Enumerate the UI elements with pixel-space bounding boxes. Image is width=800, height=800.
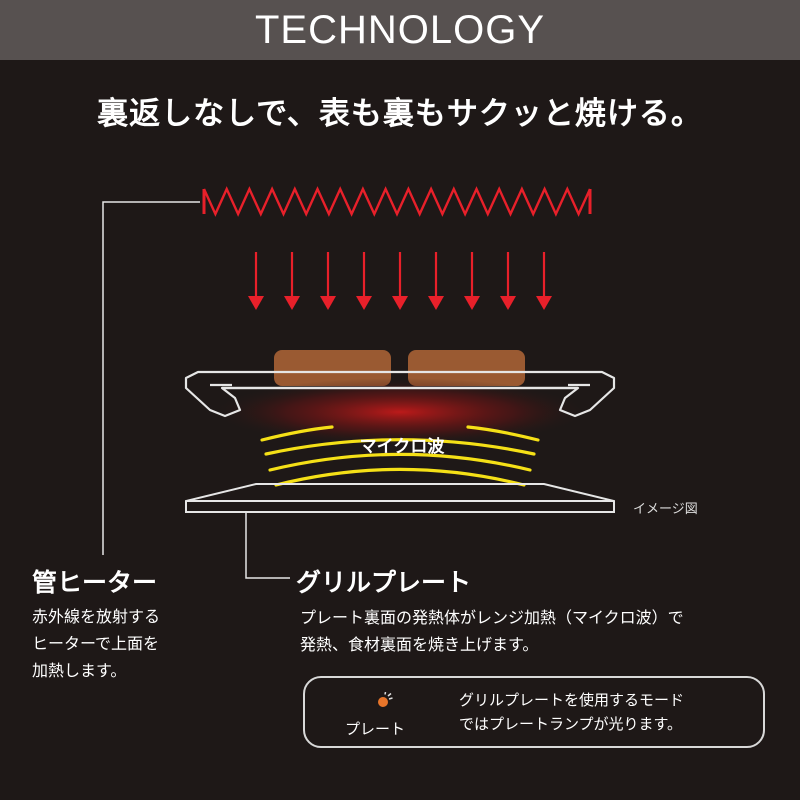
headline: 裏返しなしで、表も裏もサクッと焼ける。 [97, 96, 703, 132]
grill-plate-description: プレート裏面の発熱体がレンジ加熱（マイクロ波）で 発熱、食材裏面を焼き上げます。 [300, 604, 780, 658]
heat-arrow-head [500, 296, 516, 310]
lamp-text-line: ではプレートランプが光ります。 [459, 715, 683, 733]
heater-desc-line: ヒーターで上面を [32, 634, 160, 653]
heat-arrow-head [428, 296, 444, 310]
heat-arrows-icon [248, 252, 552, 310]
base-plate-icon [185, 483, 615, 513]
microwave-wave-line [264, 438, 536, 456]
heat-arrow-head [320, 296, 336, 310]
grill-desc-line: 発熱、食材裏面を焼き上げます。 [300, 635, 539, 654]
plate-lamp-label: プレート [345, 720, 406, 738]
microwave-waves-icon [260, 425, 540, 487]
grill-plate-icon [184, 370, 616, 418]
heater-coil-icon [202, 186, 592, 217]
plate-lamp-icon [378, 692, 393, 707]
microwave-label: マイクロ波 [359, 437, 445, 457]
heater-desc-line: 赤外線を放射する [32, 607, 161, 626]
microwave-wave-line [260, 425, 540, 442]
food-block-right [408, 350, 525, 386]
heat-arrow-head [536, 296, 552, 310]
grill-desc-line: プレート裏面の発熱体がレンジ加熱（マイクロ波）で [300, 608, 684, 627]
lamp-text-line: グリルプレートを使用するモード [459, 691, 685, 709]
heat-arrow-head [464, 296, 480, 310]
heater-description: 赤外線を放射する ヒーターで上面を 加熱します。 [32, 603, 212, 684]
plate-lamp-text: グリルプレートを使用するモード ではプレートランプが光ります。 [459, 688, 759, 736]
grill-plate-title: グリルプレート [296, 568, 472, 597]
heat-arrow-head [356, 296, 372, 310]
heat-glow [210, 378, 590, 446]
heater-coil-line [202, 186, 592, 217]
banner-title: TECHNOLOGY [254, 7, 546, 52]
heater-title: 管ヒーター [32, 568, 158, 597]
heater-desc-line: 加熱します。 [32, 661, 127, 680]
microwave-wave-line [274, 467, 526, 487]
heat-arrow-head [284, 296, 300, 310]
heater-leader-line [102, 201, 200, 555]
image-note: イメージ図 [633, 502, 698, 517]
plate-lamp-note: プレート グリルプレートを使用するモード ではプレートランプが光ります。 [303, 676, 765, 748]
heat-arrow-head [392, 296, 408, 310]
technology-banner: TECHNOLOGY [0, 0, 800, 60]
microwave-wave-line [268, 452, 532, 472]
food-block-left [274, 350, 391, 386]
heat-arrow-head [248, 296, 264, 310]
grill-leader-line [245, 512, 290, 579]
